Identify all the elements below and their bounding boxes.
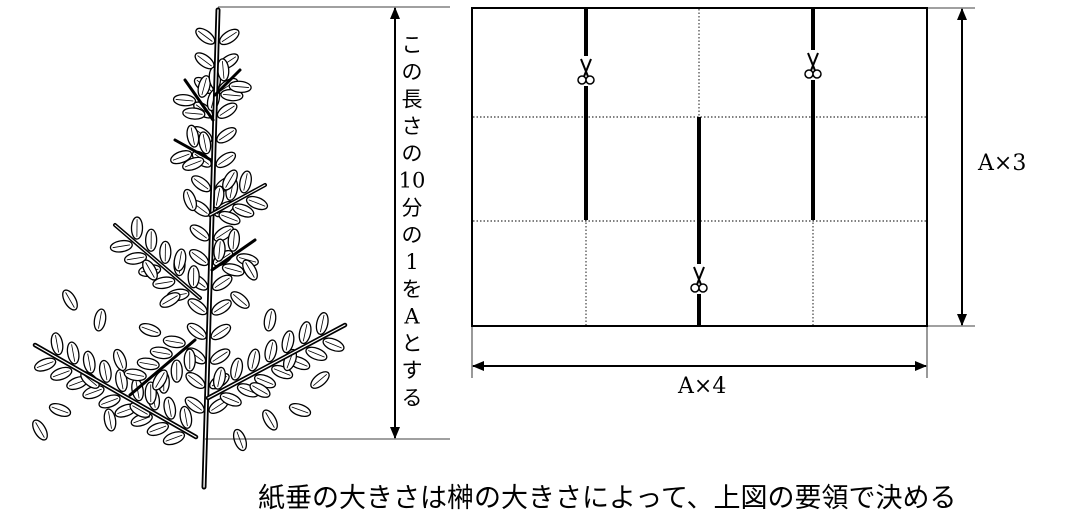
height-dimension: A×3 bbox=[928, 8, 1026, 326]
sakaki-branch-illustration bbox=[30, 10, 346, 487]
leaves bbox=[30, 25, 346, 452]
caption: 紙垂の大きさは榊の大きさによって、上図の要領で決める bbox=[258, 476, 957, 515]
width-label: A×4 bbox=[677, 374, 726, 399]
paper-sheet bbox=[472, 8, 927, 326]
height-label: A×3 bbox=[977, 151, 1026, 176]
width-dimension: A×4 bbox=[472, 327, 927, 399]
